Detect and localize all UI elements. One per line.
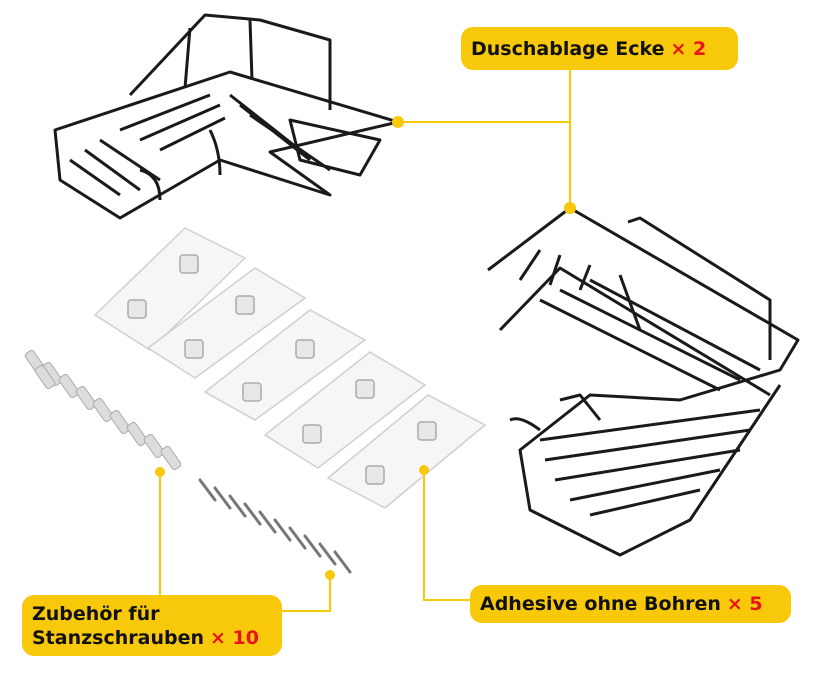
corner-shelf-bottom	[487, 206, 800, 557]
shelf-label: Duschablage Ecke × 2	[461, 27, 738, 70]
adhesive-label: Adhesive ohne Bohren × 5	[470, 585, 791, 623]
corner-shelf-top	[53, 13, 400, 220]
adhesive-quantity: × 5	[726, 593, 763, 615]
connector-dots	[155, 116, 576, 580]
adhesive-pad	[93, 227, 247, 351]
screws-label-line2: Stanzschrauben	[32, 626, 205, 649]
screws-label: Zubehör für Stanzschrauben× 10	[22, 595, 282, 656]
adhesive-pads	[93, 227, 487, 509]
connector-lines	[159, 70, 571, 612]
shelf-label-text: Duschablage Ecke	[471, 37, 665, 60]
screws-label-line1: Zubehör für	[32, 602, 160, 625]
screws-quantity: × 10	[210, 626, 259, 649]
screws	[198, 478, 352, 574]
shelf-quantity: × 2	[670, 37, 707, 60]
wall-plugs	[24, 349, 182, 471]
adhesive-label-text: Adhesive ohne Bohren	[480, 593, 721, 615]
